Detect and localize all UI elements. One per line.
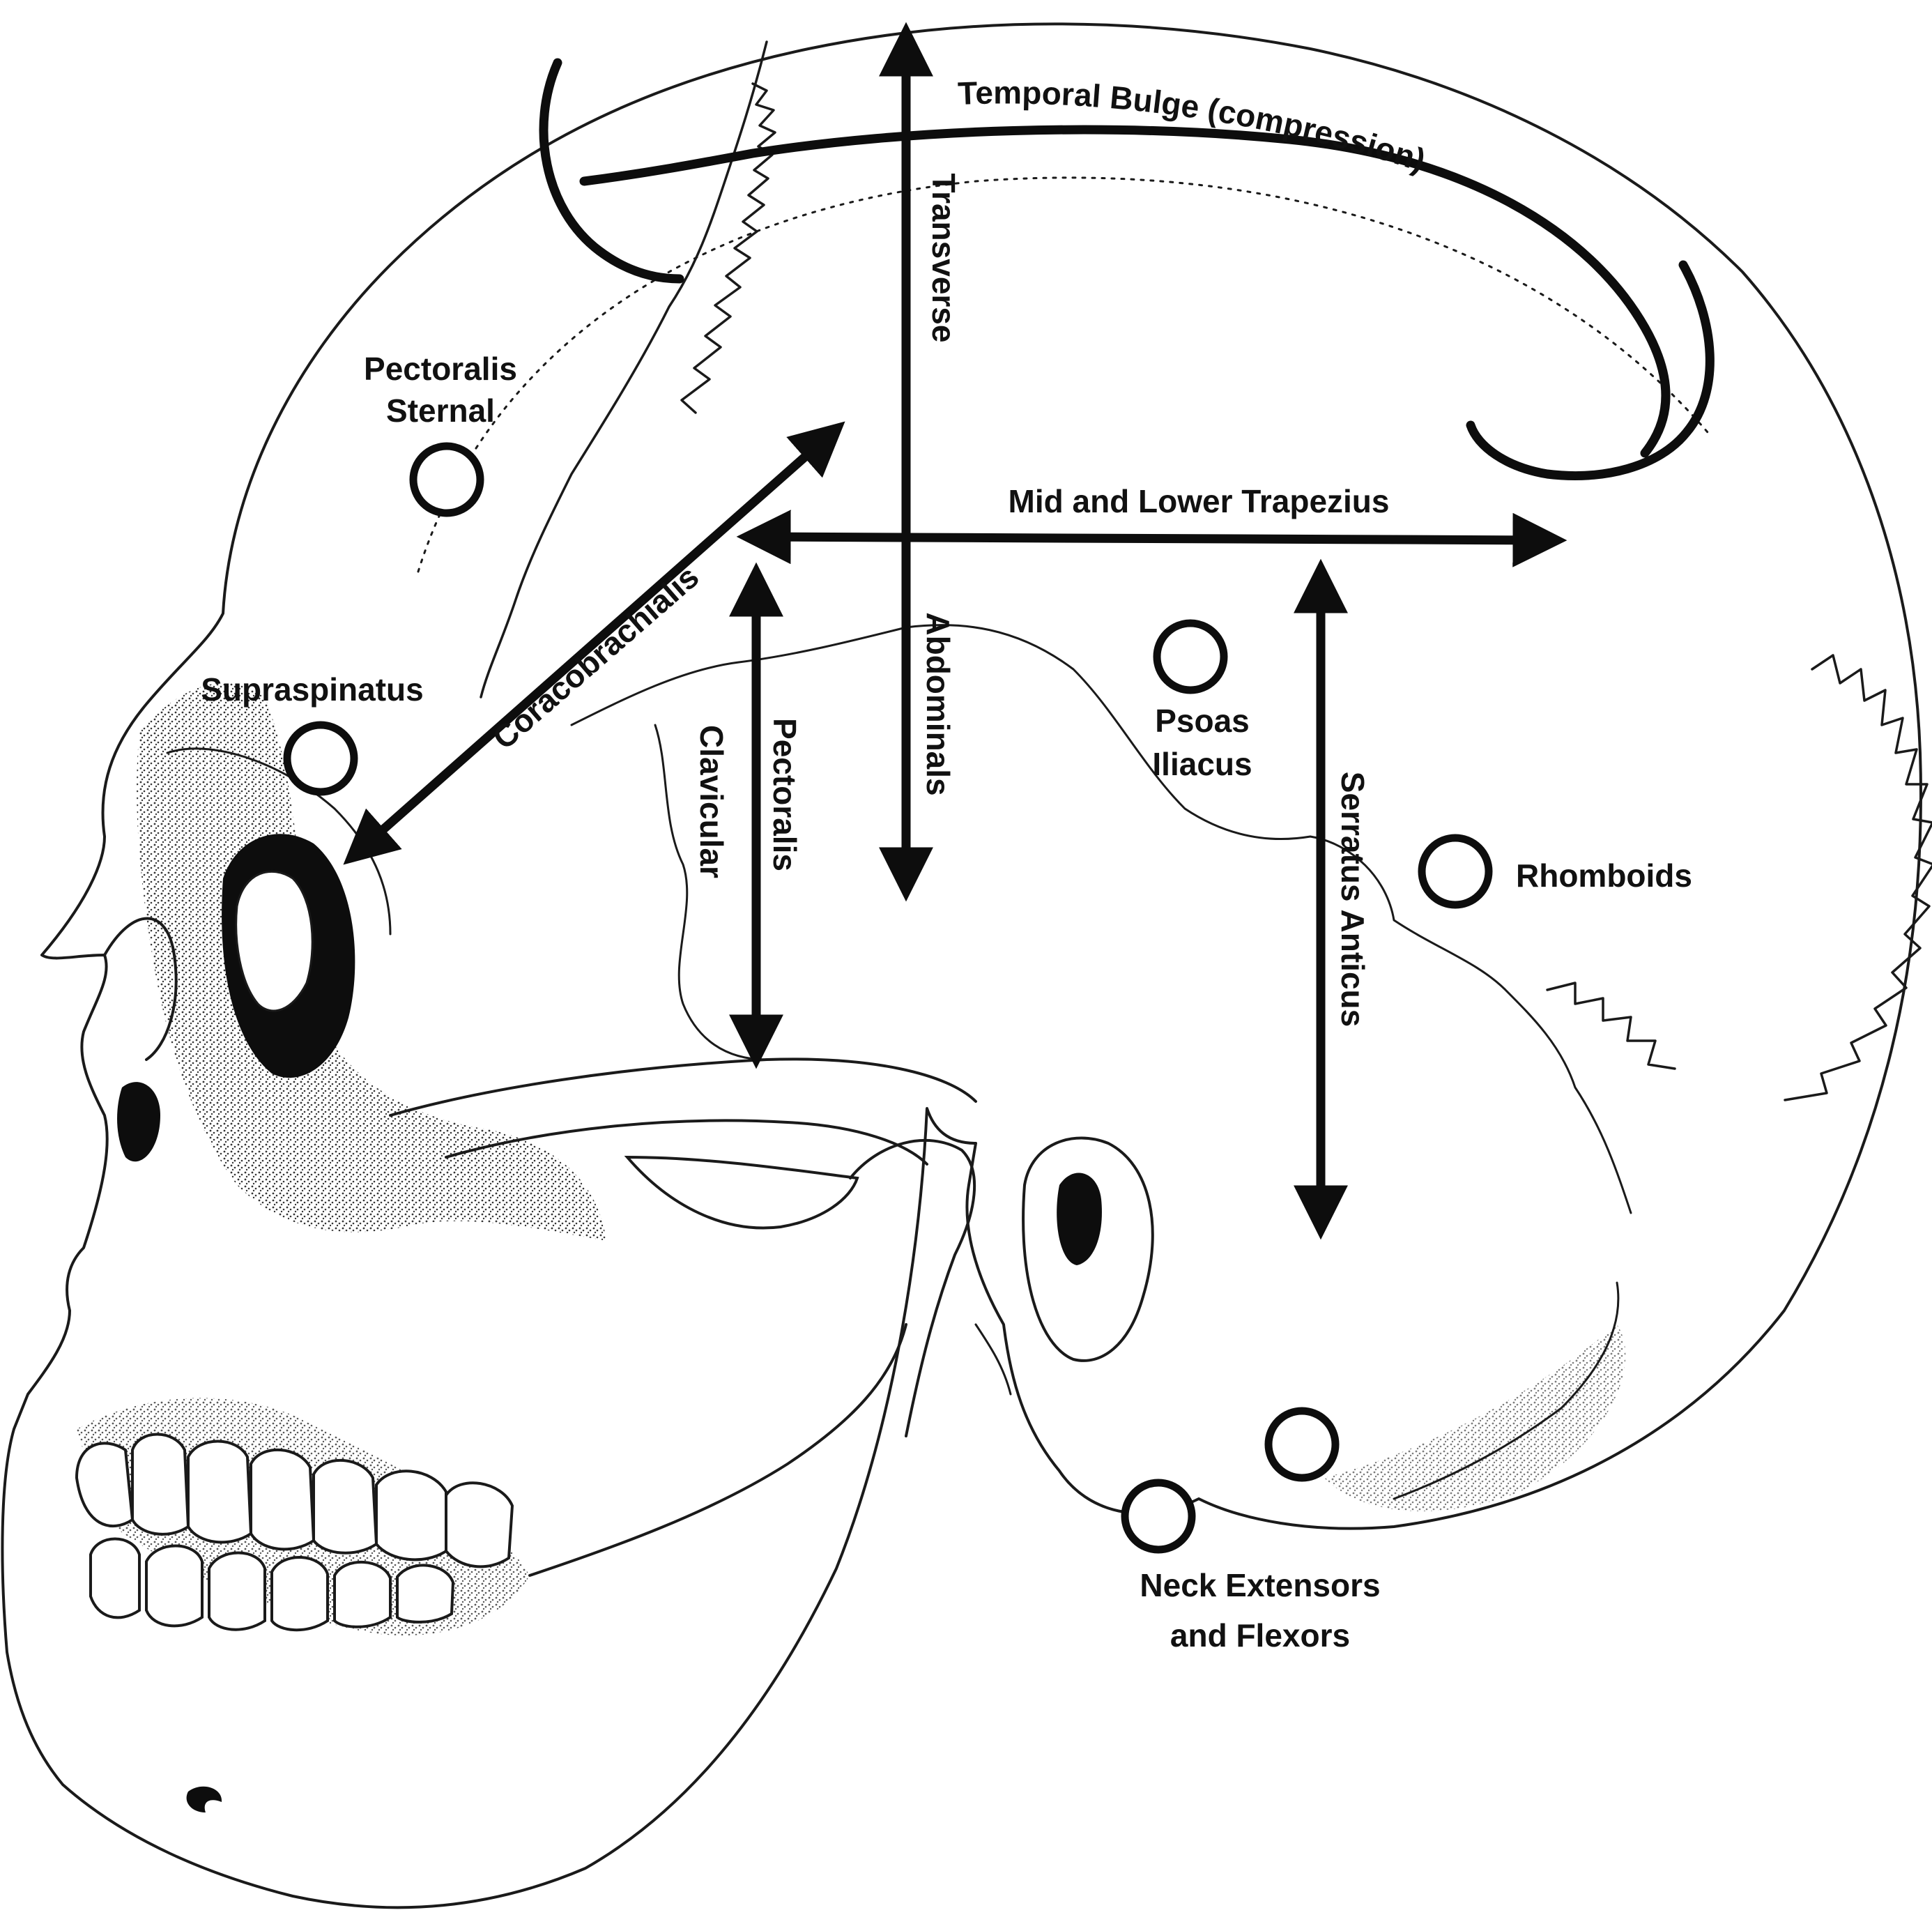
coronoid-gap [624, 1155, 859, 1230]
temporal-line [417, 176, 1709, 573]
zygomatic-arch [389, 1058, 977, 1117]
lambdoid-suture [1784, 654, 1932, 1101]
coronal-suture [480, 40, 768, 698]
orbit-inner [235, 870, 314, 1012]
mid-lower-trapezius-label: Mid and Lower Trapezius [1009, 483, 1390, 519]
neck-label-line1: Neck Extensors [1140, 1567, 1380, 1603]
ear-canal-rim [1022, 1136, 1154, 1362]
neck-flexors-ring-icon [1121, 1479, 1196, 1554]
compression-arc-icon [579, 125, 1671, 458]
pectoralis-sternal-ring-icon [409, 442, 484, 517]
temporal-bulge-indicator [539, 58, 1715, 480]
lambdoid-suture-2 [1546, 982, 1676, 1070]
rhomboids-ring-icon [1418, 834, 1493, 909]
abdominals-label: Abdominals [920, 612, 956, 795]
mental-foramen [186, 1786, 222, 1812]
point-markers [283, 442, 1493, 1554]
compression-arc-right-hook [1466, 260, 1715, 480]
psoas-iliacus-label-line1: Psoas [1155, 703, 1250, 739]
squamous-suture [570, 624, 1632, 1214]
serratus-anticus-label: Serratus Anticus [1335, 772, 1371, 1027]
coracobrachialis-arrow [343, 421, 845, 865]
pectoralis-clavicular-label-line2: Clavicular [693, 725, 730, 878]
mid-lower-trapezius-arrow [736, 510, 1567, 567]
pectoralis-sternal-label-line2: Sternal [386, 392, 495, 429]
skull-illustration [1, 22, 1932, 1909]
transverse-label: Transverse [926, 174, 962, 343]
coronal-suture-wiggle [680, 82, 776, 414]
pectoralis-clavicular-label-line1: Pectoralis [767, 718, 803, 871]
nasal-bone [103, 917, 178, 1061]
supraspinatus-ring-icon [283, 721, 358, 796]
psoas-iliacus-ring-icon [1153, 619, 1228, 694]
rhomboids-label: Rhomboids [1516, 857, 1692, 894]
pectoralis-sternal-label-line1: Pectoralis [364, 351, 517, 387]
teeth [75, 1433, 514, 1632]
compression-arc-left-hook [539, 58, 684, 284]
occipital-edge [1393, 1281, 1620, 1500]
direction-arrows [343, 22, 1567, 1240]
face-shading [137, 682, 606, 1241]
nasal-cavity [117, 1082, 160, 1162]
occipital-shading [1324, 1324, 1626, 1511]
neck-extensors-ring-icon [1264, 1407, 1340, 1482]
psoas-iliacus-label-line2: Iliacus [1152, 746, 1252, 782]
mandible-ramus [849, 1139, 976, 1437]
neck-label-line2: and Flexors [1170, 1617, 1350, 1654]
styloid-process [974, 1323, 1012, 1396]
orbit-rim [166, 747, 392, 936]
ear-canal [1057, 1173, 1102, 1265]
skull-outline [1, 22, 1922, 1909]
zygomatic-arch-lower [445, 1119, 928, 1166]
mandible-lower-edge [528, 1323, 907, 1577]
supraspinatus-label: Supraspinatus [201, 671, 424, 708]
